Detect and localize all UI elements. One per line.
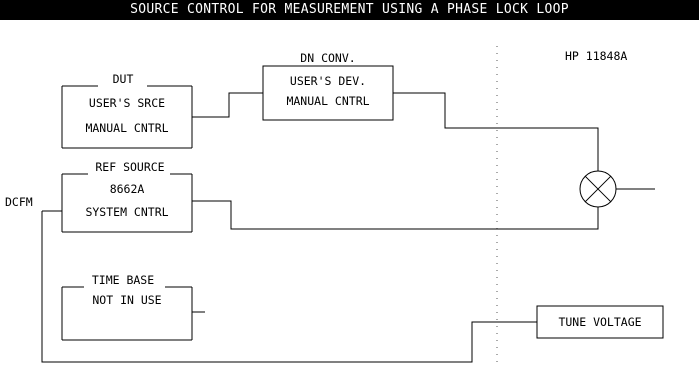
dut-heading: DUT <box>113 72 134 86</box>
dut-line-1: USER'S SRCE <box>89 96 165 110</box>
tune-voltage-block: TUNE VOLTAGE <box>536 305 664 339</box>
ref-source-line-2: SYSTEM CNTRL <box>85 205 168 219</box>
ref-source-line-1: 8662A <box>110 182 145 196</box>
down-converter-heading: DN CONV. <box>300 51 355 65</box>
down-converter-to-mixer-wire <box>393 92 599 171</box>
tune-voltage-box <box>536 305 664 339</box>
ref-source-block: REF SOURCE 8662A SYSTEM CNTRL <box>61 160 193 233</box>
dut-block: DUT USER'S SRCE MANUAL CNTRL <box>61 72 193 149</box>
down-converter-box <box>262 65 394 121</box>
dut-line-2: MANUAL CNTRL <box>85 121 168 135</box>
side-label: DCFM <box>5 195 33 209</box>
page-title: SOURCE CONTROL FOR MEASUREMENT USING A P… <box>130 2 569 17</box>
dut-to-down-converter-wire <box>192 92 263 118</box>
ref-source-heading: REF SOURCE <box>95 160 164 174</box>
mixer-cross-line-b <box>584 175 612 203</box>
title-bar: SOURCE CONTROL FOR MEASUREMENT USING A P… <box>0 0 699 20</box>
down-converter-line-2: MANUAL CNTRL <box>286 94 369 108</box>
time-base-block: TIME BASE NOT IN USE <box>61 273 205 341</box>
tune-voltage-label: TUNE VOLTAGE <box>558 315 641 329</box>
mixer-icon <box>579 170 655 208</box>
time-base-heading: TIME BASE <box>92 273 154 287</box>
time-base-line-1: NOT IN USE <box>92 293 161 307</box>
down-converter-line-1: USER'S DEV. <box>290 74 366 88</box>
dcfm-tune-voltage-wire <box>41 211 537 363</box>
instrument-label: HP 11848A <box>565 49 627 63</box>
ref-source-to-mixer-wire <box>192 200 599 230</box>
down-converter-block: DN CONV. USER'S DEV. MANUAL CNTRL <box>262 51 394 121</box>
